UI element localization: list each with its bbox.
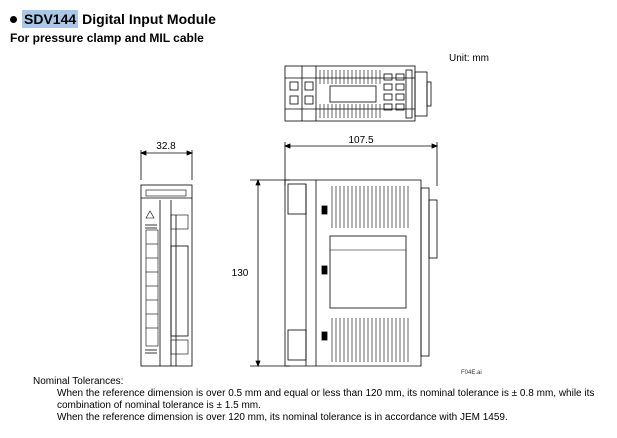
page-title: SDV144 Digital Input Module (10, 8, 216, 30)
width-dimension: 32.8 (156, 141, 176, 152)
front-view (139, 150, 194, 367)
figure-id: F04E.ai (461, 370, 482, 376)
tolerance-line: When the reference dimension is over 120… (57, 412, 508, 423)
page-subtitle: For pressure clamp and MIL cable (10, 31, 204, 45)
title-text: Digital Input Module (82, 11, 216, 27)
top-view (284, 65, 432, 122)
unit-label: Unit: mm (449, 53, 489, 64)
bullet-icon (10, 15, 17, 23)
height-dimension: 130 (232, 268, 249, 279)
side-view (250, 142, 439, 368)
tolerance-heading: Nominal Tolerances: (33, 376, 124, 387)
model-code: SDV144 (22, 10, 79, 28)
tolerance-line: When the reference dimension is over 0.5… (57, 388, 595, 399)
tolerance-notes: Nominal Tolerances: When the reference d… (33, 376, 613, 424)
tolerance-line: combination of nominal tolerance is ± 1.… (57, 400, 261, 411)
depth-dimension: 107.5 (348, 135, 373, 146)
